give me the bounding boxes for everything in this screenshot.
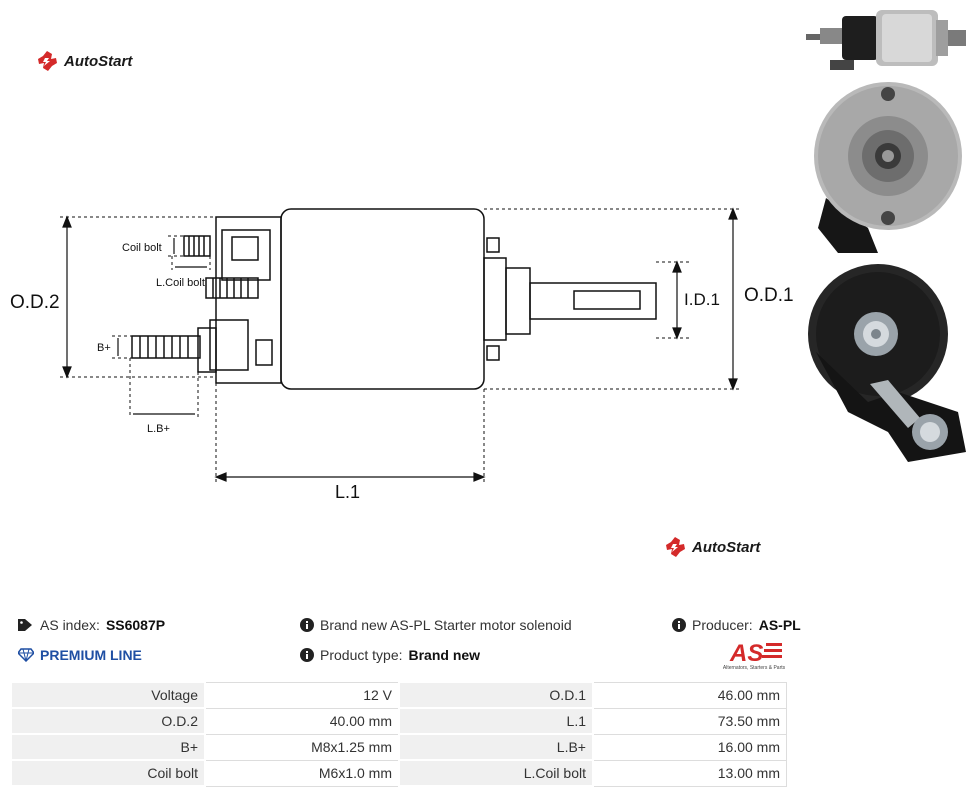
bplus-label: B+ bbox=[97, 342, 111, 354]
spec-value: 46.00 mm bbox=[592, 681, 787, 709]
spec-key: L.B+ bbox=[398, 733, 594, 761]
premium-line: PREMIUM LINE bbox=[18, 647, 142, 663]
spec-key: O.D.2 bbox=[10, 707, 206, 735]
solenoid-technical-drawing: O.D.2 O.D.1 I.D.1 L.1 Coil bolt L.Coil b… bbox=[10, 207, 794, 502]
coil-bolt-label: Coil bolt bbox=[122, 242, 162, 254]
lcoil-bolt-label: L.Coil bolt bbox=[156, 277, 205, 289]
spec-value: 16.00 mm bbox=[592, 733, 787, 761]
coil-bolt-shape bbox=[183, 235, 211, 257]
od1-label: O.D.1 bbox=[744, 285, 794, 306]
product-type: Product type: Brand new bbox=[300, 647, 480, 663]
as-index-label: AS index: bbox=[40, 617, 100, 633]
svg-text:Alternators, Starters & Parts: Alternators, Starters & Parts bbox=[723, 665, 786, 671]
product-photo-side bbox=[806, 10, 966, 70]
description-text: Brand new AS-PL Starter motor solenoid bbox=[320, 617, 572, 633]
spec-value: 40.00 mm bbox=[204, 707, 400, 735]
product-photo-front bbox=[814, 82, 962, 253]
autostart-logo-text: AutoStart bbox=[692, 538, 761, 556]
spec-value: M8x1.25 mm bbox=[204, 733, 400, 761]
product-photo-rear bbox=[808, 264, 966, 462]
premium-line-text: PREMIUM LINE bbox=[40, 647, 142, 663]
spec-key: Voltage bbox=[10, 681, 206, 709]
spec-value: 12 V bbox=[204, 681, 400, 709]
spec-key: L.Coil bolt bbox=[398, 759, 594, 787]
b-plus-bolt-shape bbox=[131, 335, 201, 359]
spec-key: Coil bolt bbox=[10, 759, 206, 787]
as-pl-logo: AS Alternators, Starters & Parts bbox=[723, 640, 786, 671]
od2-label: O.D.2 bbox=[10, 292, 60, 313]
table-row: B+ M8x1.25 mm L.B+ 16.00 mm bbox=[10, 733, 787, 761]
id1-label: I.D.1 bbox=[684, 290, 720, 309]
specs-table: Voltage 12 V O.D.1 46.00 mm O.D.2 40.00 … bbox=[10, 681, 787, 787]
plunger-shape bbox=[529, 282, 657, 320]
product-type-label: Product type: bbox=[320, 647, 403, 663]
as-index: AS index: SS6087P bbox=[18, 617, 165, 633]
as-index-value: SS6087P bbox=[105, 617, 166, 633]
spec-key: L.1 bbox=[398, 707, 594, 735]
spec-value: M6x1.0 mm bbox=[204, 759, 400, 787]
info-icon bbox=[300, 648, 314, 662]
info-icon bbox=[672, 618, 686, 632]
producer-label: Producer: bbox=[692, 617, 753, 633]
diamond-icon bbox=[18, 648, 34, 662]
producer-value: AS-PL bbox=[758, 617, 801, 633]
table-row: O.D.2 40.00 mm L.1 73.50 mm bbox=[10, 707, 787, 735]
solenoid-body bbox=[280, 208, 485, 390]
producer: Producer: AS-PL bbox=[672, 617, 801, 633]
table-row: Voltage 12 V O.D.1 46.00 mm bbox=[10, 681, 787, 709]
tag-icon bbox=[18, 619, 32, 631]
autostart-logo-icon bbox=[38, 51, 57, 71]
lbplus-label: L.B+ bbox=[147, 423, 170, 435]
spec-key: O.D.1 bbox=[398, 681, 594, 709]
autostart-logo-top: AutoStart bbox=[36, 50, 132, 72]
product-type-value: Brand new bbox=[408, 647, 481, 663]
svg-text:AS: AS bbox=[729, 640, 763, 667]
spec-value: 13.00 mm bbox=[592, 759, 787, 787]
info-icon bbox=[300, 618, 314, 632]
autostart-logo-bottom: AutoStart bbox=[664, 536, 760, 558]
autostart-logo-text: AutoStart bbox=[64, 52, 133, 70]
spec-value: 73.50 mm bbox=[592, 707, 787, 735]
product-description: Brand new AS-PL Starter motor solenoid bbox=[300, 617, 572, 633]
table-row: Coil bolt M6x1.0 mm L.Coil bolt 13.00 mm bbox=[10, 759, 787, 787]
spec-key: B+ bbox=[10, 733, 206, 761]
l1-label: L.1 bbox=[335, 482, 360, 502]
autostart-logo-icon bbox=[666, 537, 685, 557]
